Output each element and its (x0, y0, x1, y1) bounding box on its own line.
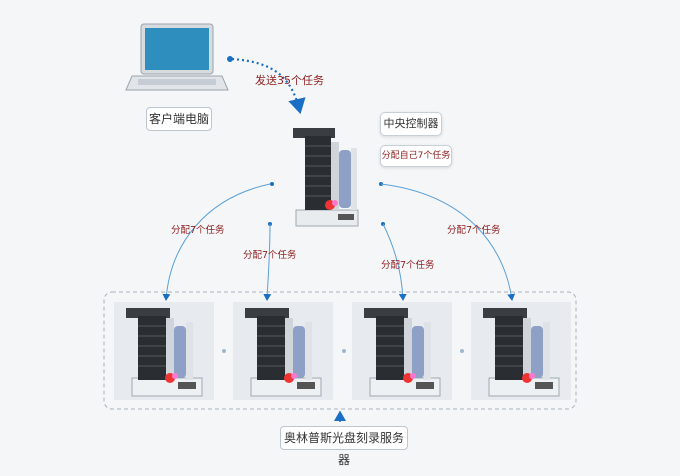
server-device-1 (125, 307, 203, 397)
branch-task-label-4: 分配7个任务 (447, 225, 501, 236)
server-group-frame (103, 291, 577, 410)
controller-task-bubble: 分配自己7个任务 (380, 145, 452, 167)
server-device-3 (363, 307, 441, 397)
arrow-to-server-3 (382, 223, 407, 301)
client-label: 客户端电脑 (146, 107, 212, 131)
controller-self-task: 分配自己7个任务 (381, 151, 451, 161)
send-task-label: 发送35个任务 (255, 74, 324, 87)
controller-title: 中央控制器 (383, 117, 439, 130)
branch-task-label-1: 分配7个任务 (171, 225, 225, 236)
send-start-dot (227, 56, 233, 62)
send-arrow (231, 57, 306, 115)
branch-task-label-2: 分配7个任务 (243, 250, 297, 261)
controller-title-bubble: 中央控制器 (380, 112, 442, 136)
server-device-2 (244, 307, 322, 397)
arrow-to-server-1 (162, 183, 271, 301)
server-separators (222, 349, 464, 353)
servers-label: 奥林普斯光盘刻录服务器 (280, 426, 408, 467)
arrow-to-server-4 (380, 183, 516, 301)
server-device-4 (482, 307, 560, 397)
branch-task-label-3: 分配7个任务 (381, 260, 435, 271)
arrow-to-server-2 (263, 223, 272, 301)
